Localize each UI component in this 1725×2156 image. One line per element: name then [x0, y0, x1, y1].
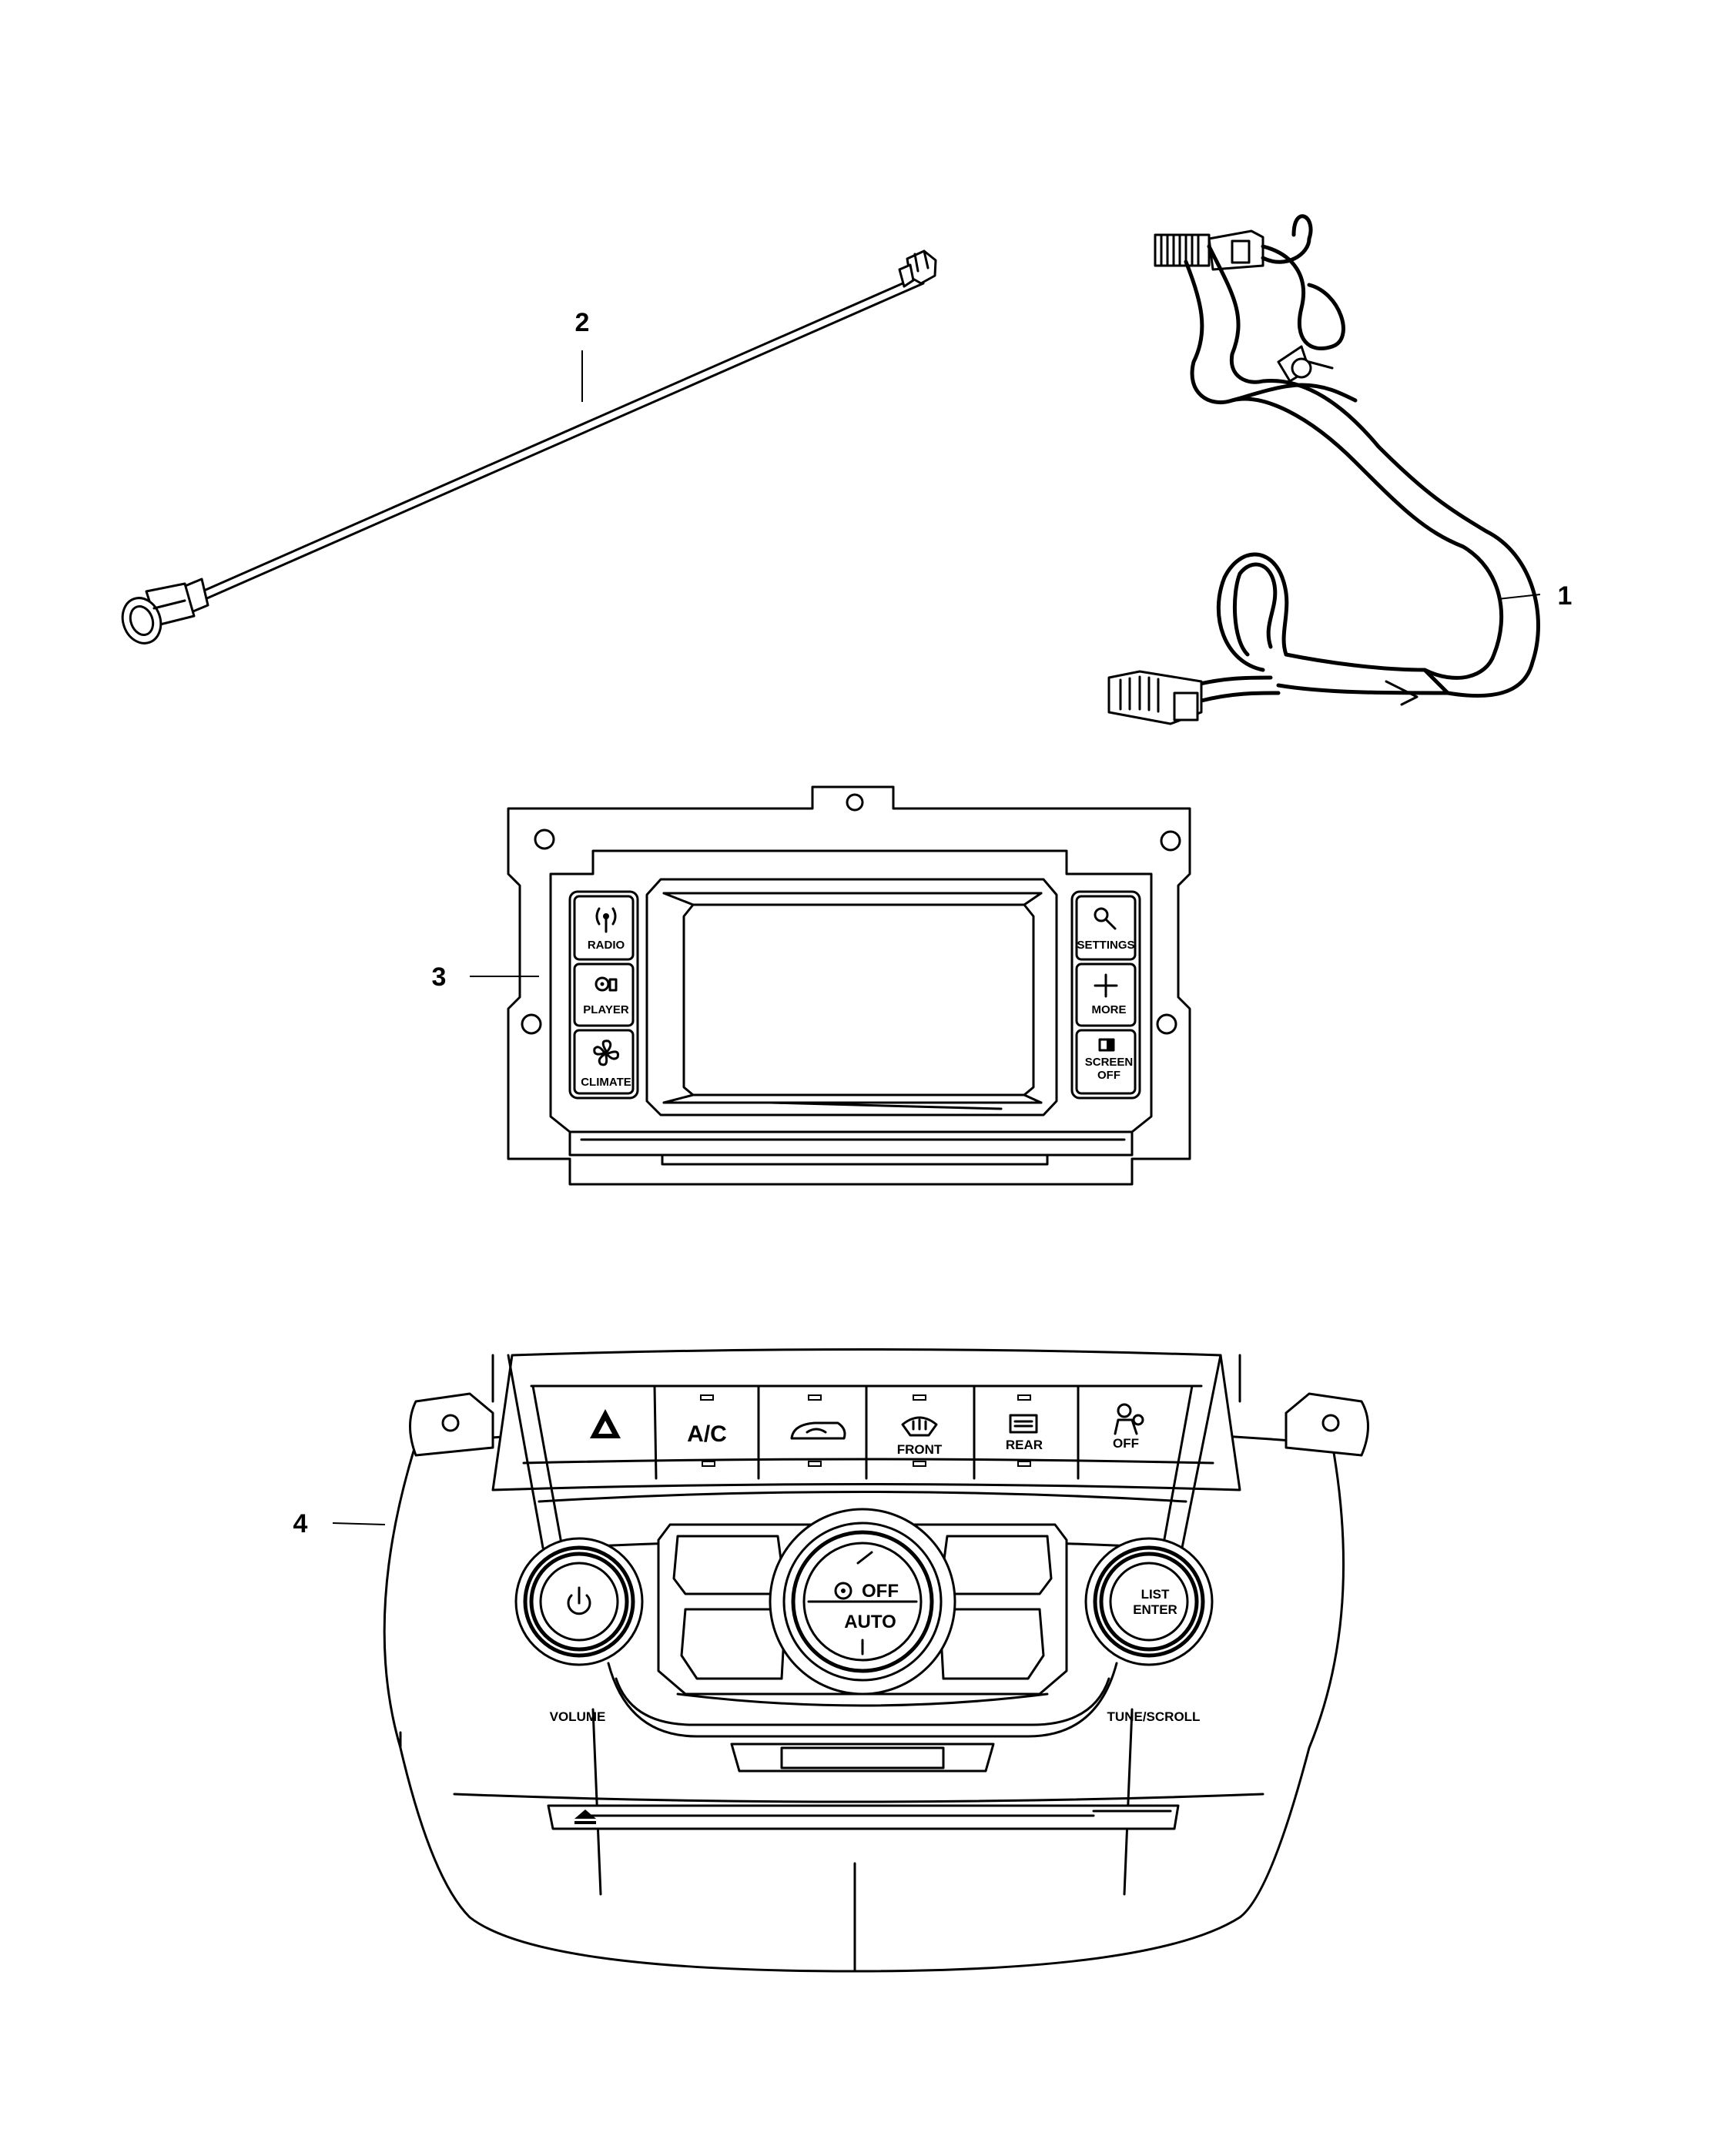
- climate-button-label: CLIMATE: [581, 1076, 631, 1089]
- player-button[interactable]: PLAYER: [573, 962, 635, 1027]
- player-button-label: PLAYER: [583, 1003, 629, 1016]
- front-defrost-icon: [901, 1416, 938, 1437]
- screen-off-icon: [1098, 1038, 1115, 1052]
- settings-button-label: SETTINGS: [1077, 939, 1134, 952]
- climate-center-knob[interactable]: OFF AUTO: [769, 1508, 956, 1696]
- radio-button[interactable]: RADIO: [573, 895, 635, 961]
- radio-icon: [595, 907, 617, 933]
- more-button-label: MORE: [1092, 1003, 1127, 1016]
- volume-label: VOLUME: [550, 1709, 606, 1724]
- airbag-button[interactable]: OFF: [1113, 1403, 1144, 1451]
- harness-lower-connector: [1107, 670, 1203, 725]
- screen-off-button[interactable]: SCREEN OFF: [1075, 1029, 1137, 1095]
- eject-icon[interactable]: [574, 1810, 596, 1824]
- front-button-label: FRONT: [897, 1442, 943, 1457]
- front-defrost-button[interactable]: FRONT: [897, 1394, 943, 1467]
- enter-label: ENTER: [1133, 1602, 1177, 1617]
- settings-button[interactable]: SETTINGS: [1075, 895, 1137, 961]
- rear-button-label: REAR: [1006, 1438, 1043, 1452]
- climate-button[interactable]: CLIMATE: [573, 1029, 635, 1095]
- cable-left-connector: [121, 578, 209, 644]
- rear-defrost-icon: [1009, 1414, 1038, 1434]
- cable-right-connector: [898, 249, 937, 288]
- callout-4: 4: [293, 1509, 308, 1538]
- plus-icon: [1094, 973, 1118, 998]
- airbag-icon: [1114, 1403, 1144, 1435]
- part-4-control-panel: A/C FRONT: [293, 1348, 1369, 1973]
- ac-button[interactable]: A/C: [687, 1394, 727, 1467]
- ac-button-label: A/C: [687, 1421, 727, 1447]
- hazard-icon: [590, 1409, 621, 1438]
- disc-slot[interactable]: [547, 1804, 1180, 1830]
- center-knob-lower-label: AUTO: [844, 1612, 896, 1632]
- fan-icon: [834, 1582, 852, 1600]
- callout-3: 3: [432, 962, 447, 992]
- more-button[interactable]: MORE: [1075, 962, 1137, 1027]
- volume-knob[interactable]: [514, 1537, 644, 1666]
- part-1-harness: 1: [1107, 214, 1573, 725]
- off-button-label: OFF: [1097, 1069, 1120, 1082]
- callout-2: 2: [575, 308, 590, 337]
- part-2-cable: 2: [121, 249, 937, 644]
- harness-upper-connector: [1154, 229, 1264, 271]
- hazard-button[interactable]: [590, 1409, 621, 1438]
- center-knob-upper-label: OFF: [862, 1581, 899, 1602]
- tune-scroll-label: TUNE/SCROLL: [1107, 1709, 1201, 1724]
- tune-scroll-knob[interactable]: LIST ENTER: [1084, 1537, 1214, 1666]
- settings-wrench-icon: [1094, 907, 1117, 930]
- list-label: LIST: [1141, 1587, 1170, 1602]
- callout-1: 1: [1558, 581, 1573, 611]
- recirculation-button[interactable]: [790, 1394, 846, 1467]
- media-slot[interactable]: [730, 1743, 995, 1773]
- fan-icon: [593, 1040, 619, 1066]
- power-icon: [567, 1586, 591, 1615]
- player-icon: [595, 976, 618, 992]
- screen-button-label: SCREEN: [1085, 1056, 1134, 1069]
- rear-defrost-button[interactable]: REAR: [1006, 1394, 1043, 1467]
- right-button-column: SETTINGS MORE SCREEN OFF: [1070, 890, 1141, 1100]
- airbag-off-label: OFF: [1113, 1436, 1139, 1451]
- radio-button-label: RADIO: [588, 939, 625, 952]
- left-button-column: RADIO PLAYER CLIMATE: [568, 890, 639, 1100]
- recirculation-icon: [790, 1421, 846, 1440]
- part-3-display-module: RADIO PLAYER CLIMATE: [432, 785, 1191, 1186]
